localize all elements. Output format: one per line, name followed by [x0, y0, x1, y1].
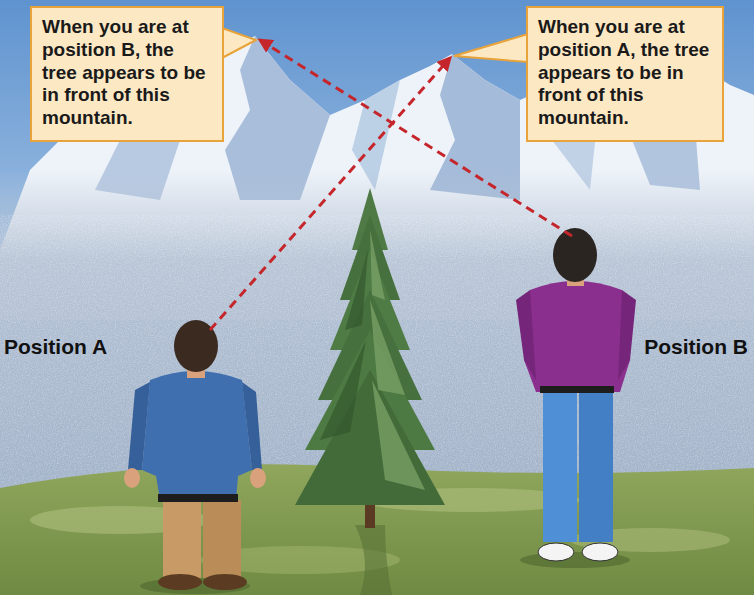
art-shape — [203, 500, 241, 578]
art-shape — [579, 392, 613, 542]
art-shape — [538, 543, 574, 561]
art-shape — [124, 468, 140, 488]
art-shape — [370, 230, 425, 490]
position-label: Position A — [4, 334, 107, 359]
art-shape — [355, 525, 392, 595]
art-shape — [242, 382, 262, 470]
art-shape — [163, 500, 201, 578]
callout-pointers — [222, 28, 528, 62]
position-label: Position B — [644, 334, 748, 359]
art-shape — [524, 281, 630, 392]
callout-text: When you are at position B, the tree app… — [42, 16, 212, 130]
art-shape — [222, 28, 256, 58]
art-shape — [250, 468, 266, 488]
art-shape — [210, 58, 450, 330]
art-shape — [582, 543, 618, 561]
art-shape — [320, 250, 368, 440]
art-shape — [142, 371, 252, 500]
art-shape — [553, 228, 597, 282]
callout-box: When you are at position B, the tree app… — [30, 6, 224, 142]
person-a — [124, 320, 266, 594]
art-shape — [543, 392, 577, 542]
callout-box: When you are at position A, the tree app… — [526, 6, 724, 142]
art-shape — [128, 382, 150, 470]
art-shape — [618, 290, 636, 380]
art-shape — [454, 34, 528, 62]
art-shape — [540, 386, 614, 393]
tree — [295, 188, 445, 528]
sight-lines — [210, 40, 572, 330]
person-b — [516, 228, 636, 568]
callout-text: When you are at position A, the tree app… — [538, 16, 712, 130]
art-shape — [158, 494, 238, 502]
art-shape — [203, 574, 247, 590]
art-shape — [295, 370, 445, 505]
art-shape — [516, 290, 536, 380]
art-shape — [158, 574, 202, 590]
mist-speckle — [0, 215, 754, 515]
